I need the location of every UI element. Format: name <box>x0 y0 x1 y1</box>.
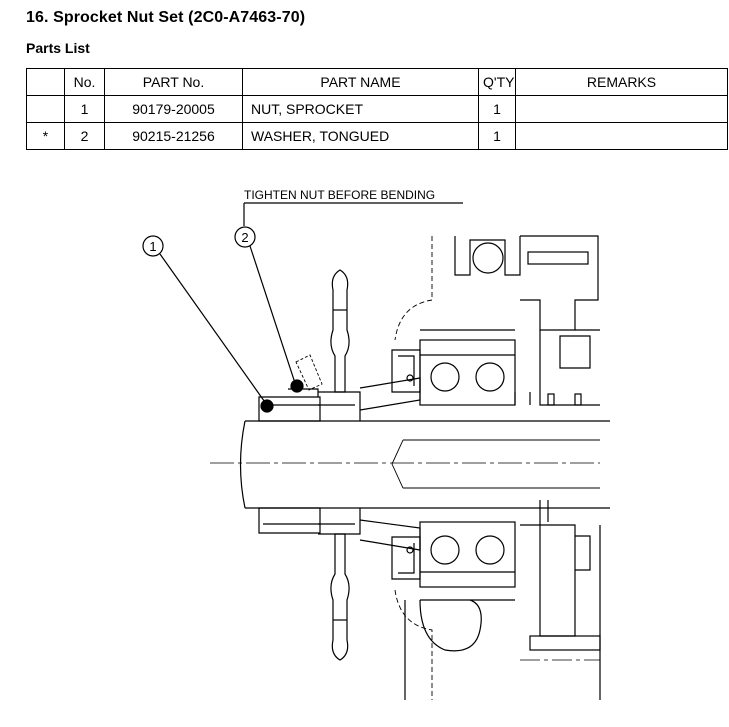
cell-qty: 1 <box>478 122 516 150</box>
sprocket-hub-lower <box>318 508 361 535</box>
cell-no: 2 <box>64 122 105 150</box>
shaft-bore <box>391 439 600 489</box>
callout-2: 2 <box>234 226 256 248</box>
table-header-row: No. PART No. PART NAME Q'TY REMARKS <box>26 68 728 96</box>
leader-line-1 <box>159 253 268 406</box>
washer-upper <box>288 388 319 397</box>
bolt <box>406 546 414 554</box>
oil-seal-lower <box>391 536 421 580</box>
cell-part-no: 90215-21256 <box>104 122 243 150</box>
cell-remarks <box>515 122 728 150</box>
callout-1: 1 <box>142 235 164 257</box>
case-lower <box>520 500 601 700</box>
callout-2-label: 2 <box>241 230 248 245</box>
bearing-lower <box>419 521 516 588</box>
cell-no: 1 <box>64 95 105 123</box>
leader-line-2 <box>249 245 297 387</box>
header-no: No. <box>64 68 105 96</box>
cell-part-name: NUT, SPROCKET <box>242 95 479 123</box>
section-subtitle: Parts List <box>26 40 90 56</box>
sprocket-nut-lower <box>258 507 321 534</box>
bending-note: TIGHTEN NUT BEFORE BENDING <box>244 188 435 202</box>
page-title: 16. Sprocket Nut Set (2C0-A7463-70) <box>26 9 306 26</box>
sprocket-hub-upper <box>318 391 361 421</box>
oil-seal-upper <box>391 349 421 393</box>
case-upper <box>454 235 600 406</box>
sprocket-nut-upper <box>258 396 321 422</box>
table-row: 1 90179-20005 NUT, SPROCKET 1 <box>26 95 728 123</box>
housing-dashed-outline <box>394 236 433 700</box>
parts-table: No. PART No. PART NAME Q'TY REMARKS 1 90… <box>26 68 728 150</box>
housing-detail <box>514 392 531 405</box>
bolt <box>406 374 414 382</box>
callout-1-label: 1 <box>149 239 156 254</box>
housing-lines <box>420 329 515 601</box>
header-part-name: PART NAME <box>242 68 479 96</box>
washer-tab <box>295 354 323 391</box>
header-part-no: PART No. <box>104 68 243 96</box>
cell-mark <box>26 95 65 123</box>
shaft <box>239 420 610 509</box>
table-row: * 2 90215-21256 WASHER, TONGUED 1 <box>26 122 728 150</box>
leader-dot-2 <box>290 379 304 393</box>
leader-dot-1 <box>260 399 274 413</box>
sprocket-tooth-upper <box>330 269 350 393</box>
hub-arm-lower <box>359 519 421 551</box>
hub-arm-upper <box>359 377 421 411</box>
bearing-upper <box>419 339 516 406</box>
sprocket-tooth-lower <box>330 533 350 661</box>
housing-contour-lower <box>419 599 482 652</box>
